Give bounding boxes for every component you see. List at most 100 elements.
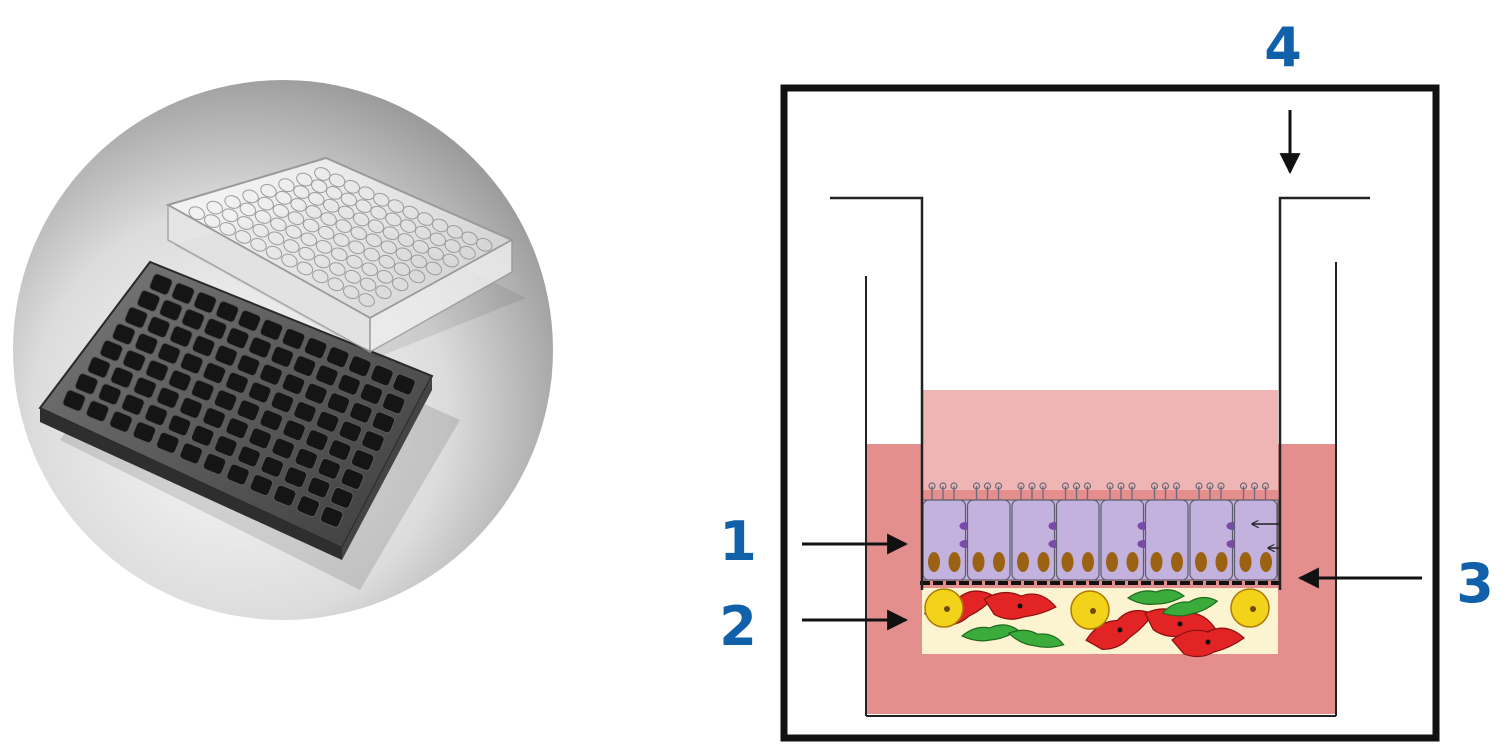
- lid-ring: [365, 233, 382, 248]
- plate-well: [214, 344, 238, 367]
- lid-ring: [242, 189, 259, 204]
- lid-ring: [234, 230, 252, 244]
- lid-ring: [359, 277, 377, 292]
- lid-ring: [257, 196, 274, 211]
- lid-ring: [329, 262, 346, 276]
- epithelial-cells: [922, 482, 1278, 581]
- lid-ring: [272, 204, 290, 218]
- plate-well: [326, 392, 351, 415]
- green-cell: [1161, 596, 1219, 617]
- lid-ring: [221, 208, 239, 223]
- plate-well: [179, 442, 203, 465]
- lid-ring: [188, 206, 205, 221]
- plate-well: [317, 457, 342, 480]
- transwell-diagram: 1 2 3 4: [719, 16, 1494, 742]
- yellow-cell: [1070, 590, 1110, 630]
- plate-well: [359, 383, 384, 405]
- plate-well: [85, 400, 110, 423]
- plate-well: [381, 392, 406, 415]
- cell-nucleus: [1195, 552, 1207, 572]
- lid-ring: [265, 245, 283, 260]
- green-cell: [1007, 629, 1065, 648]
- lid-ring: [203, 214, 221, 228]
- fibroblast-nucleus: [1205, 639, 1211, 645]
- plate-well: [306, 476, 331, 499]
- plate-well: [305, 429, 329, 452]
- plate-well: [330, 486, 354, 509]
- plate-well: [259, 409, 284, 432]
- plate-well: [62, 389, 86, 412]
- lid-ring: [296, 261, 314, 276]
- microvillus-tip: [939, 482, 947, 490]
- plate-well: [248, 427, 272, 450]
- cell-nucleus: [928, 552, 940, 572]
- lid-ring: [270, 217, 287, 232]
- microvillus-tip: [1017, 482, 1025, 490]
- microvillus-tip: [950, 482, 958, 490]
- plate-well: [226, 463, 250, 486]
- microvillus-tip: [1083, 482, 1092, 490]
- label-1: 1: [719, 510, 757, 573]
- cell-nucleus: [1082, 552, 1094, 572]
- plate-well: [98, 383, 122, 406]
- lid-ring: [344, 269, 361, 284]
- plate-well: [259, 363, 283, 386]
- lid-ring: [408, 269, 426, 284]
- plate-well: [270, 345, 295, 368]
- plate-well: [225, 371, 249, 394]
- lid-ring: [237, 216, 254, 230]
- plate-well: [213, 389, 238, 412]
- cell-nucleus: [1171, 552, 1183, 572]
- microvillus-tip: [1039, 482, 1047, 490]
- microvillus-tip: [1117, 482, 1125, 490]
- plate-well: [169, 325, 193, 348]
- insert-wall-left: [830, 196, 924, 590]
- plate-well: [328, 439, 352, 462]
- lid-ring: [342, 285, 360, 300]
- plate-well: [273, 484, 297, 507]
- microvillus-tip: [1150, 482, 1159, 490]
- microvillus-tip: [928, 482, 936, 490]
- plate-well: [215, 300, 240, 323]
- lid-ring: [425, 261, 443, 276]
- cell-nucleus: [993, 552, 1005, 572]
- plate-well: [296, 495, 320, 518]
- plate-well: [236, 354, 261, 377]
- plate-well: [315, 410, 340, 433]
- plate-well: [340, 468, 365, 490]
- lid-ring: [302, 218, 320, 233]
- cell-nucleus: [1215, 552, 1228, 572]
- plate-side-right: [342, 376, 432, 560]
- plate-well: [168, 369, 192, 392]
- cell-nucleus: [1106, 552, 1118, 572]
- plate-well: [181, 308, 205, 331]
- lid-ring: [361, 262, 378, 277]
- lid-ring: [476, 237, 493, 252]
- microvillus-tip: [1161, 482, 1170, 490]
- stromal-cells: [923, 588, 1270, 658]
- plate-well: [156, 386, 180, 409]
- lid-ring: [376, 269, 394, 284]
- lid-ring: [318, 225, 335, 240]
- plate-well: [283, 466, 308, 489]
- microvillus-tip: [1128, 482, 1136, 490]
- lid-ring: [395, 247, 413, 262]
- plate-well: [133, 376, 157, 399]
- plate-well: [304, 382, 328, 405]
- plate-well: [248, 336, 272, 359]
- lid-ring: [287, 211, 305, 226]
- microvillus-tip: [1206, 482, 1214, 490]
- plate-well: [392, 373, 416, 396]
- plate-well: [121, 393, 145, 416]
- lid-ring: [275, 190, 292, 205]
- lid-ring: [333, 233, 350, 247]
- lid-ring: [393, 262, 411, 276]
- cell-nucleus: [1260, 552, 1272, 572]
- plate-well: [281, 373, 306, 396]
- plate-well: [190, 379, 215, 402]
- lid-ring: [305, 205, 322, 219]
- plate-well: [270, 391, 295, 414]
- lid-ring: [380, 240, 397, 255]
- lid-ring: [320, 212, 337, 226]
- yellow-cell: [924, 588, 964, 628]
